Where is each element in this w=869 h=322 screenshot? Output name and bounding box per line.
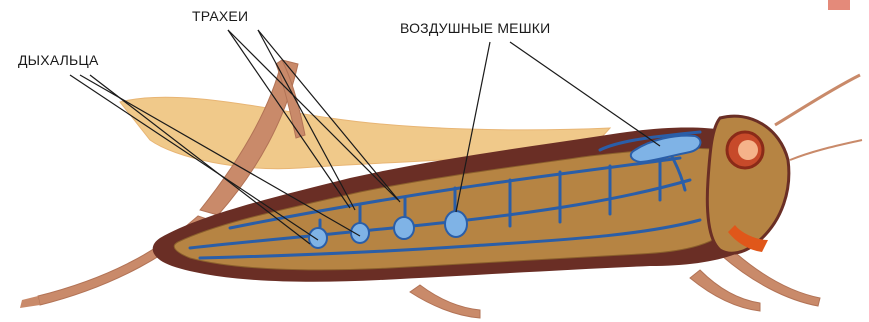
antenna	[775, 75, 860, 125]
label-spiracles: ДЫХАЛЬЦА	[18, 52, 99, 68]
antenna-2	[790, 140, 862, 160]
middle-leg	[410, 285, 480, 318]
eye-highlight	[738, 140, 758, 160]
air-sac-1	[309, 228, 327, 248]
air-sac-3	[394, 217, 414, 239]
label-air-sacs: ВОЗДУШНЫЕ МЕШКИ	[400, 20, 550, 36]
label-trachei: ТРАХЕИ	[192, 8, 248, 24]
corner-mark	[828, 0, 850, 10]
hind-leg-foot	[20, 296, 40, 308]
air-sac-4	[445, 211, 467, 237]
